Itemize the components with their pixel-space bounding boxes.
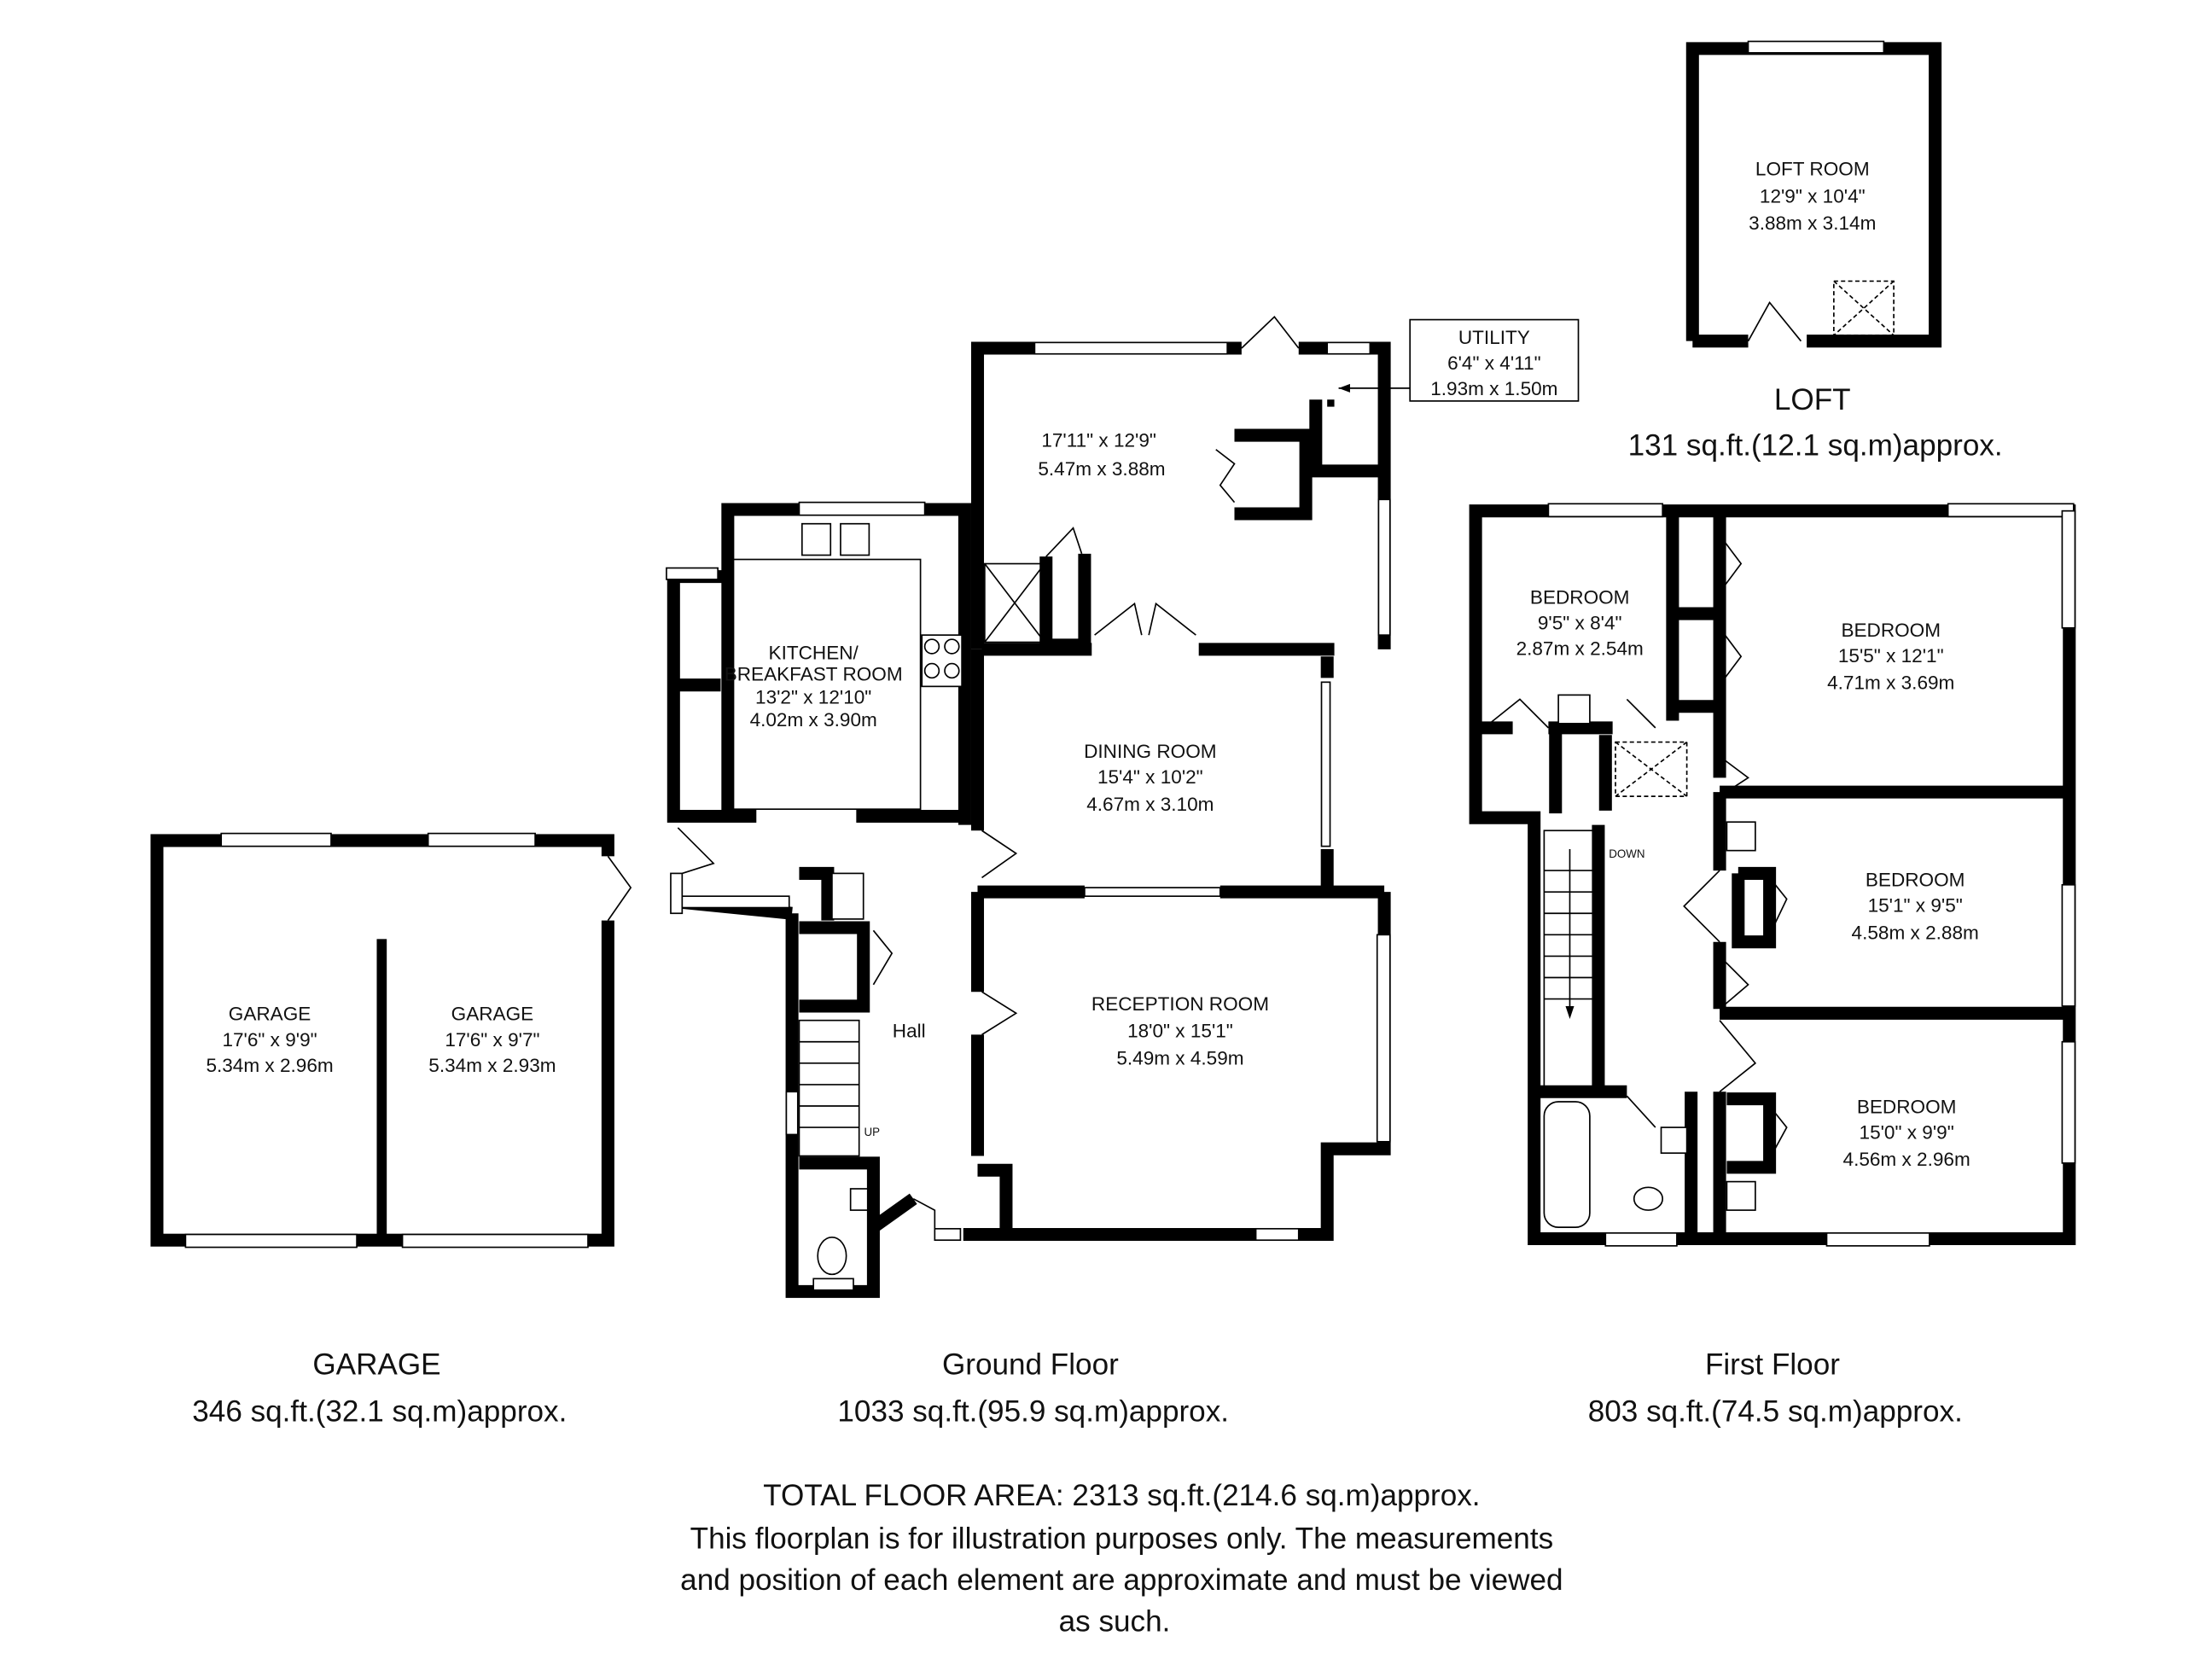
stair-label: DOWN <box>1609 847 1644 860</box>
utility-label-box: UTILITY 6'4" x 4'11" 1.93m x 1.50m <box>1338 318 1580 402</box>
room-metric: 3.88m x 3.14m <box>1749 212 1876 234</box>
room-name: BEDROOM <box>1857 1096 1957 1117</box>
garage-area: 346 sq.ft.(32.1 sq.m)approx. <box>192 1395 567 1429</box>
room-name: UTILITY <box>1458 327 1530 348</box>
room-metric: 1.93m x 1.50m <box>1430 378 1557 399</box>
room-name: LOFT ROOM <box>1755 159 1870 180</box>
disclaimer-line: This floorplan is for illustration purpo… <box>690 1522 1554 1555</box>
first-floor-area: 803 sq.ft.(74.5 sq.m)approx. <box>1588 1395 1963 1429</box>
room-metric: 5.47m x 3.88m <box>1038 458 1165 480</box>
room-metric: 5.34m x 2.96m <box>206 1055 333 1076</box>
room-imperial: 6'4" x 4'11" <box>1447 352 1541 374</box>
room-name: BREAKFAST ROOM <box>725 664 903 685</box>
loft-area: 131 sq.ft.(12.1 sq.m)approx. <box>1628 428 2003 462</box>
room-metric: 4.67m x 3.10m <box>1086 794 1214 815</box>
room-name: GARAGE <box>451 1004 534 1025</box>
room-name: DINING ROOM <box>1084 741 1216 762</box>
room-metric: 4.56m x 2.96m <box>1843 1149 1970 1170</box>
room-metric: 4.71m x 3.69m <box>1827 672 1954 694</box>
disclaimer-line: and position of each element are approxi… <box>680 1563 1563 1597</box>
ground-floor-title: Ground Floor <box>942 1348 1119 1381</box>
room-name: RECEPTION ROOM <box>1091 993 1269 1015</box>
room-imperial: 15'5" x 12'1" <box>1838 645 1944 667</box>
total-floor-area: TOTAL FLOOR AREA: 2313 sq.ft.(214.6 sq.m… <box>763 1479 1480 1512</box>
room-imperial: 12'9" x 10'4" <box>1760 185 1866 207</box>
room-name: BEDROOM <box>1866 869 1965 890</box>
room-imperial: 15'4" x 10'2" <box>1097 766 1203 788</box>
room-metric: 4.58m x 2.88m <box>1852 922 1979 943</box>
garage-title: GARAGE <box>312 1348 440 1381</box>
room-name: Hall <box>893 1021 926 1042</box>
stair-label: UP <box>864 1126 880 1138</box>
first-floor-plan: BEDROOM 9'5" x 8'4" 2.87m x 2.54m BEDROO… <box>1469 503 2076 1247</box>
room-imperial: 15'1" x 9'5" <box>1868 895 1963 917</box>
room-metric: 2.87m x 2.54m <box>1516 638 1644 660</box>
room-imperial: 17'6" x 9'7" <box>445 1029 539 1051</box>
room-imperial: 17'6" x 9'9" <box>222 1029 317 1051</box>
room-imperial: 9'5" x 8'4" <box>1538 612 1622 633</box>
room-name: GARAGE <box>229 1004 311 1025</box>
room-metric: 5.34m x 2.93m <box>428 1055 556 1076</box>
loft-plan: LOFT ROOM 12'9" x 10'4" 3.88m x 3.14m <box>1685 40 1942 348</box>
room-imperial: 13'2" x 12'10" <box>755 686 871 707</box>
room-name: KITCHEN/ <box>769 643 859 664</box>
room-metric: 4.02m x 3.90m <box>750 709 877 731</box>
room-name: BEDROOM <box>1530 586 1630 608</box>
disclaimer-line: as such. <box>1059 1604 1171 1638</box>
room-imperial: 17'11" x 12'9" <box>1041 429 1156 451</box>
first-floor-title: First Floor <box>1705 1348 1840 1381</box>
room-metric: 5.49m x 4.59m <box>1116 1048 1243 1069</box>
room-imperial: 15'0" x 9'9" <box>1860 1121 1954 1143</box>
room-name: BEDROOM <box>1841 620 1941 641</box>
room-imperial: 18'0" x 15'1" <box>1127 1021 1233 1042</box>
loft-title: LOFT <box>1774 383 1851 416</box>
ground-floor-plan: KITCHEN/ BREAKFAST ROOM 13'2" x 12'10" 4… <box>666 315 1580 1298</box>
garage-plan: GARAGE 17'6" x 9'9" 5.34m x 2.96m GARAGE… <box>150 832 632 1249</box>
ground-floor-area: 1033 sq.ft.(95.9 sq.m)approx. <box>837 1395 1229 1429</box>
